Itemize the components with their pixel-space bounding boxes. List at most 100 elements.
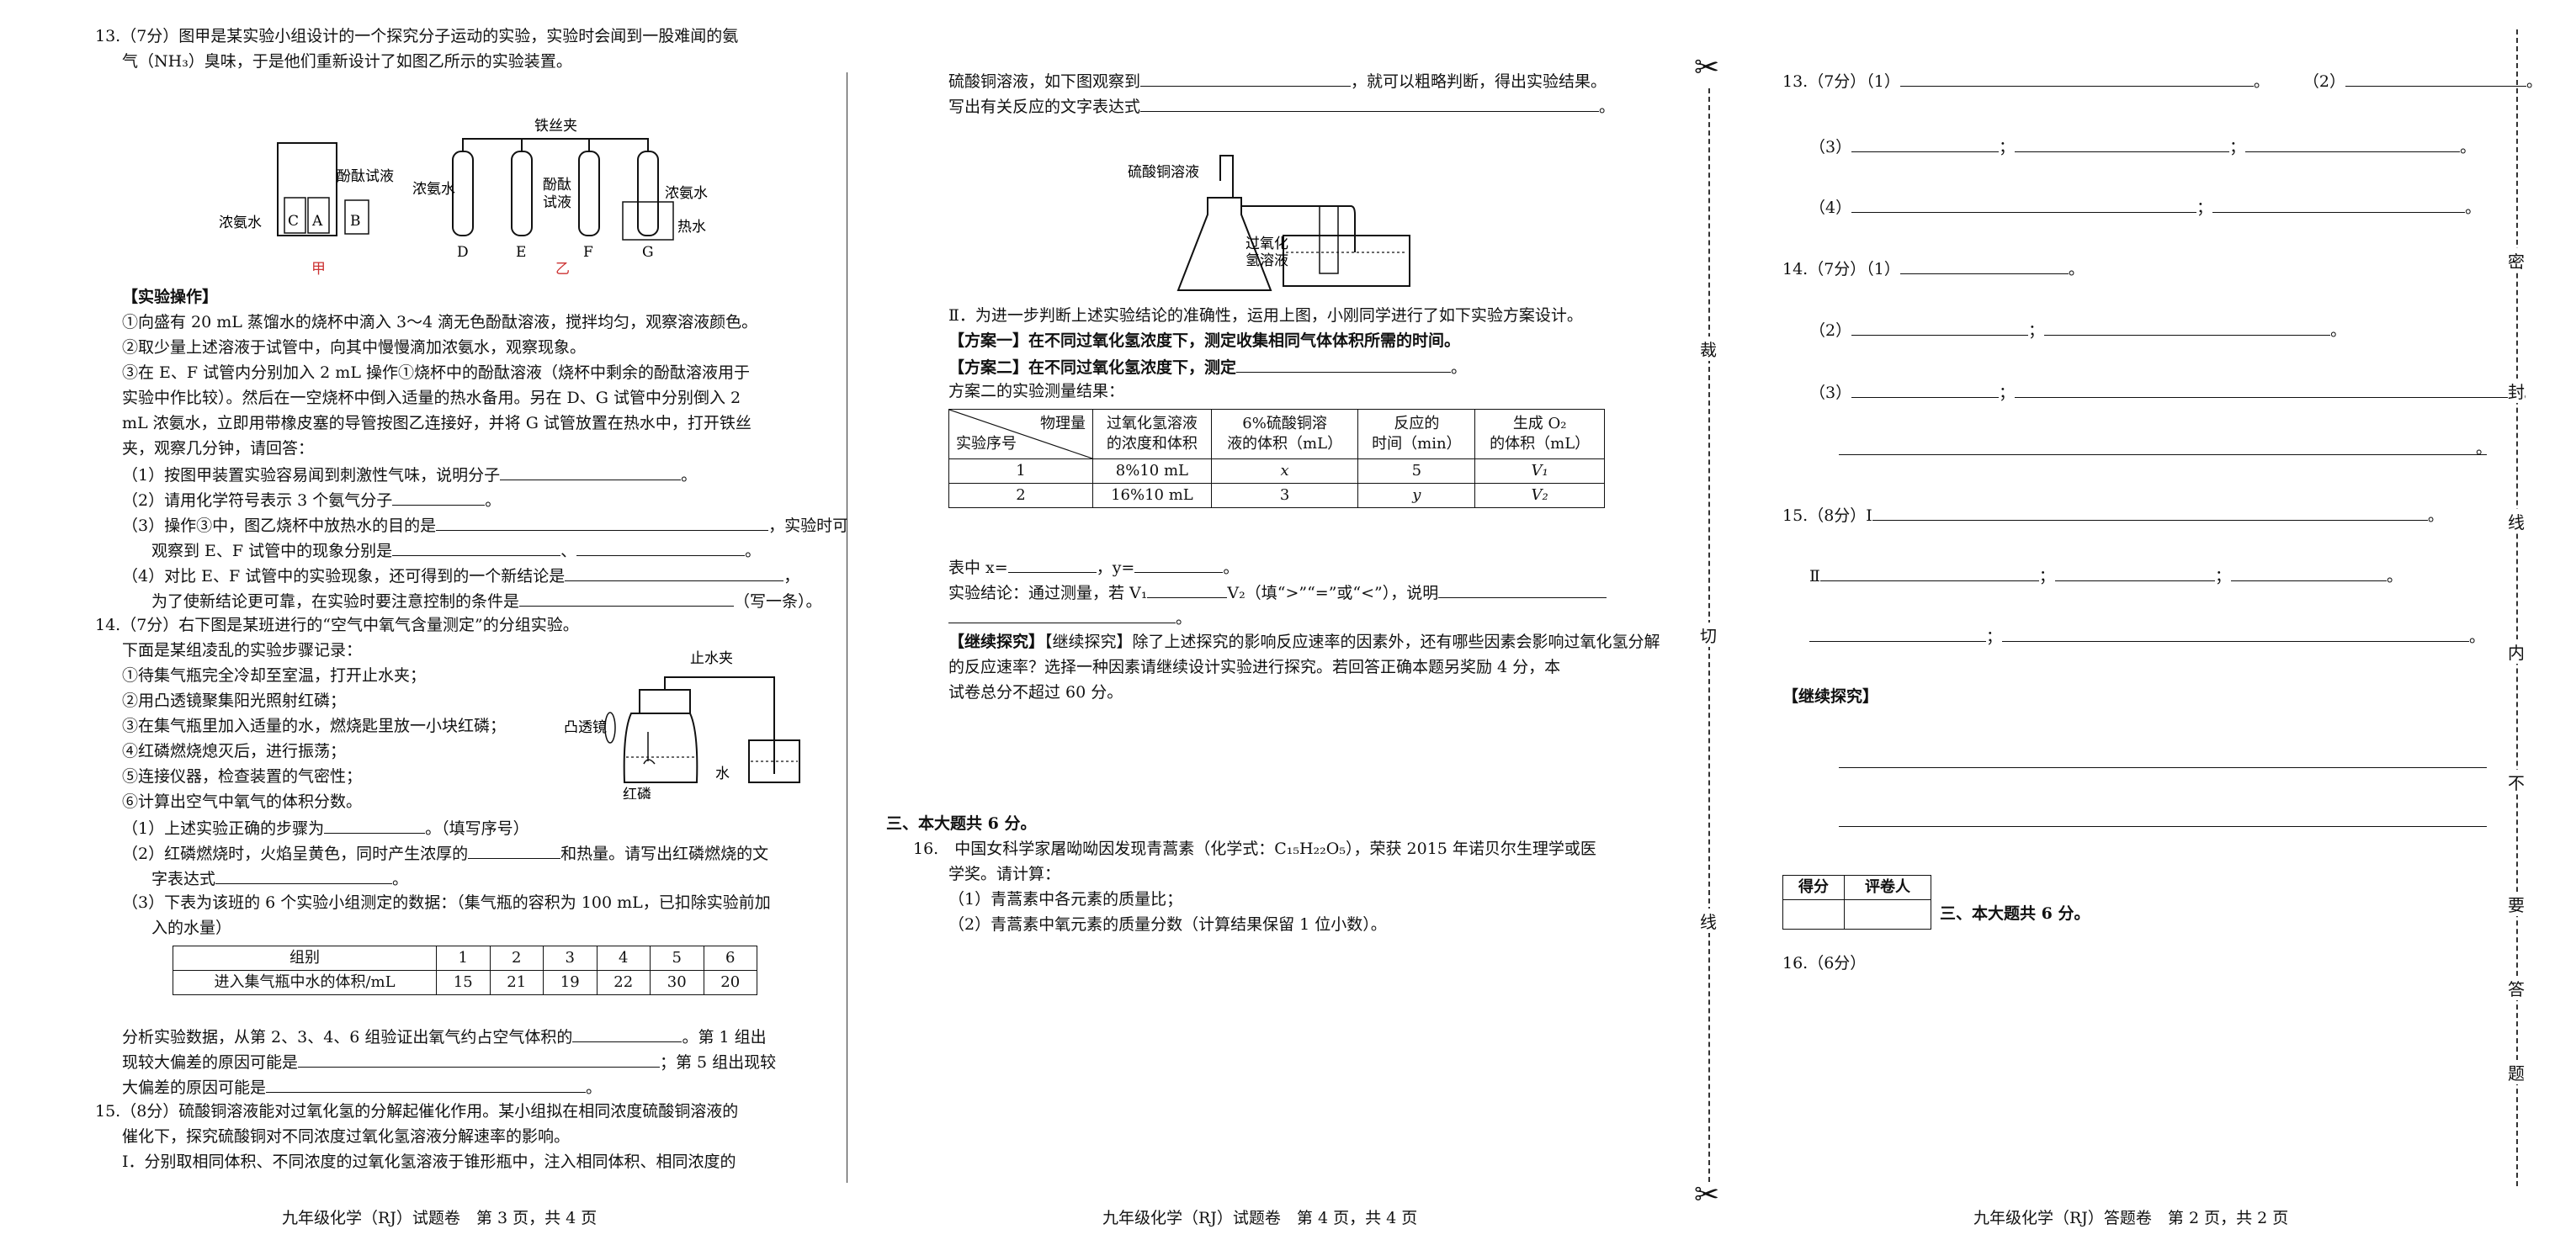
- answer-blank: [1147, 580, 1228, 598]
- grader-field[interactable]: [1844, 899, 1931, 930]
- table-cell: 6%硫酸铜溶液的体积（mL）: [1210, 409, 1359, 459]
- fig-h2o2a: 过氧化: [1246, 236, 1288, 252]
- scissors-icon: ✂: [1694, 1178, 1720, 1212]
- answer-blank: [576, 538, 746, 556]
- q13-op3b: 实验中作比较）。然后在一空烧杯中倒入适量的热水备用。另在 D、G 试管中分别倒入…: [122, 389, 741, 407]
- table-cell: 8%10 mL: [1092, 458, 1212, 484]
- answer-blank: [2245, 135, 2461, 152]
- table-cell: y: [1357, 483, 1476, 508]
- mid-p1: 【方案一】在不同过氧化氢浓度下，测定收集相同气体体积所需的时间。: [948, 331, 1461, 350]
- q13-op1: ①向盛有 20 mL 蒸馏水的烧杯中滴入 3～4 滴无色酚酞溶液，搅拌均匀，观察…: [122, 313, 758, 331]
- mid-q16c: （1）青蒿素中各元素的质量比；: [948, 890, 1183, 909]
- answer-blank: [1872, 503, 2428, 521]
- answer-blank: [1438, 580, 1607, 598]
- ans-sec3: 三、本大题共 6 分。: [1940, 904, 2090, 923]
- answer-blank: [2015, 135, 2230, 152]
- mid-p3: 方案二的实验测量结果：: [948, 382, 1125, 400]
- q14-st1: ①待集气瓶完全冷却至室温，打开止水夹；: [122, 666, 427, 685]
- seal-char: 线: [2508, 509, 2525, 533]
- table-cell: 20: [703, 970, 757, 995]
- score-field[interactable]: [1782, 899, 1845, 930]
- q14-an1: 分析实验数据，从第 2、3、4、6 组验证出氧气约占空气体积的。第 1 组出: [122, 1025, 767, 1048]
- ans-16: 16.（6分）: [1782, 954, 1867, 972]
- q13-s2: （2）请用化学符号表示 3 个氨气分子。: [122, 488, 501, 511]
- answer-blank: [324, 816, 426, 834]
- fig-phenol2: 酚酞: [543, 177, 571, 193]
- table-cell: 15: [436, 970, 491, 995]
- table-cell: 3: [1210, 483, 1359, 508]
- score-box: 得分 评卷人: [1782, 875, 1931, 930]
- ans-13-1: 13.（7分）（1）。（2）。: [1782, 69, 2542, 93]
- answer-line: [1839, 767, 2487, 768]
- seal-char: 不: [2508, 770, 2525, 794]
- table-cell: 1: [436, 946, 491, 971]
- mid-sec3: 三、本大题共 6 分。: [886, 814, 1037, 833]
- answer-blank: [1819, 564, 2039, 581]
- answer-blank: [1134, 555, 1224, 573]
- answer-blank: [2054, 564, 2215, 581]
- q13-op2: ②取少量上述溶液于试管中，向其中慢慢滴加浓氨水，观察现象。: [122, 338, 587, 357]
- answer-blank: [1809, 624, 1986, 642]
- q13-intro-1: 13.（7分）图甲是某实验小组设计的一个探究分子运动的实验，实验时会闻到一股难闻…: [95, 27, 739, 45]
- q14-s3a: （3）下表为该班的 6 个实验小组测定的数据：（集气瓶的容积为 100 mL，已…: [122, 893, 771, 912]
- answer-blank: [500, 463, 682, 480]
- table-cell: 1: [948, 458, 1093, 484]
- table-cell: 30: [650, 970, 704, 995]
- table-row: 1 8%10 mL x 5 V₁: [948, 458, 1605, 484]
- mid-concl-line2: 。: [948, 606, 1192, 629]
- table-cell: 2: [489, 946, 544, 971]
- fig-hot: 热水: [677, 219, 706, 236]
- mid-q16a: 16. 中国女科学家屠呦呦因发现青蒿素（化学式：C₁₅H₂₂O₅），荣获 201…: [913, 840, 1596, 858]
- answer-page-footer: 九年级化学（RJ）答题卷 第 2 页，共 2 页: [1973, 1209, 2289, 1227]
- table-cell: 16%10 mL: [1092, 483, 1212, 508]
- left-page-footer: 九年级化学（RJ）试题卷 第 3 页，共 4 页: [282, 1209, 598, 1227]
- answer-blank: [1236, 355, 1452, 373]
- q14-s2b: 字表达式。: [151, 866, 408, 890]
- q14-rec: 下面是某组凌乱的实验步骤记录：: [122, 641, 363, 660]
- q14-apparatus-figure: 止水夹 凸透镜 红磷 水: [564, 650, 800, 799]
- mid-l1: 硫酸铜溶液，如下图观察到，就可以粗略判断，得出实验结果。: [948, 69, 1607, 93]
- answer-blank: [1851, 318, 2029, 336]
- answer-line: [1839, 826, 2487, 827]
- table-cell: V₁: [1474, 458, 1605, 484]
- answer-blank: [468, 841, 561, 859]
- grader-label: 评卷人: [1844, 875, 1931, 900]
- answer-blank: [519, 589, 735, 607]
- table-cell: 5: [650, 946, 704, 971]
- scissors-icon: ✂: [1694, 50, 1720, 85]
- answer-blank: [1851, 135, 2000, 152]
- fig-C: C: [288, 213, 299, 230]
- q14-an3: 大偏差的原因可能是。: [122, 1075, 602, 1099]
- answer-blank: [1851, 195, 2197, 213]
- table-cell: 22: [596, 970, 651, 995]
- q14-st4: ④红磷燃烧熄灭后，进行振荡；: [122, 742, 347, 760]
- ans-15-3: ；。: [1809, 624, 2485, 648]
- mid-cont1: 【继续探究】【继续探究】除了上述探究的影响反应速率的因素外，还有哪些因素会影响过…: [948, 633, 1660, 651]
- q13-s4a: （4）对比 E、F 试管中的实验现象，还可得到的一个新结论是，: [122, 564, 799, 587]
- table-cell: 反应的时间（min）: [1357, 409, 1476, 459]
- table-cell: 3: [543, 946, 598, 971]
- diag-bottom: 实验序号: [956, 435, 1017, 453]
- fig-D: D: [457, 244, 469, 261]
- answer-blank: [572, 1025, 683, 1042]
- mid-apparatus-figure: 硫酸铜溶液 过氧化 氢溶液: [1128, 155, 1410, 291]
- mid-q16b: 学奖。请计算：: [948, 865, 1061, 883]
- table-row: [1782, 899, 1931, 930]
- q14-s3b: 入的水量）: [151, 919, 232, 937]
- fig-lens: 凸透镜: [564, 719, 607, 736]
- q14-an2: 现较大偏差的原因可能是；第 5 组出现较: [122, 1050, 776, 1073]
- table-row: 进入集气瓶中水的体积/mL 15 21 19 22 30 20: [173, 970, 757, 995]
- q14-st5: ⑤连接仪器，检查装置的气密性；: [122, 767, 363, 786]
- table-cell: 组别: [173, 946, 437, 971]
- table-cell: 19: [543, 970, 598, 995]
- q13-op3d: 夹，观察几分钟，请回答：: [122, 439, 315, 458]
- answer-blank: [2230, 564, 2387, 581]
- mid-cont2: 的反应速率？选择一种因素请继续设计实验进行探究。若回答正确本题另奖励 4 分，本: [948, 658, 1561, 676]
- seal-dashed-line: [2516, 29, 2518, 1186]
- seal-char: 密: [2508, 248, 2525, 273]
- ans-cont-title: 【继续探究】: [1782, 687, 1879, 706]
- score-label: 得分: [1782, 875, 1845, 900]
- ans-14-3: （3）；。: [1809, 380, 2536, 404]
